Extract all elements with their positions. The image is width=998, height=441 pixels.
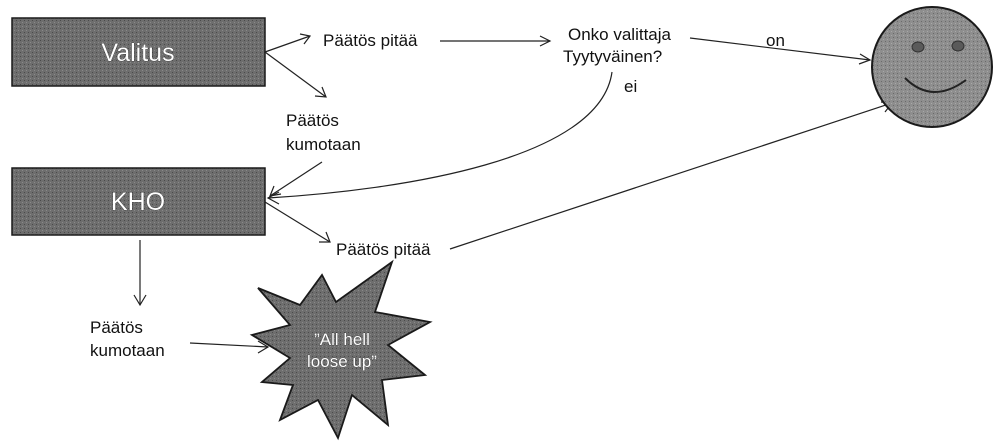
decision-stands-label-top: Päätös pitää: [323, 31, 418, 50]
question-line2: Tyytyväinen?: [563, 47, 662, 66]
arrow-stands-to-smiley: [449, 101, 894, 250]
decision-overturned-bottom-line1: Päätös: [90, 318, 143, 337]
edge-label-ei: ei: [624, 77, 637, 96]
smiley-face-icon: [871, 6, 993, 128]
arrow-kho-to-overturned: [133, 240, 147, 307]
arrow-stands-to-question: [440, 35, 552, 47]
decision-overturned-top-line2: kumotaan: [286, 135, 361, 154]
decision-overturned-bottom-line2: kumotaan: [90, 341, 165, 360]
explosion-burst-icon: ”All hell loose up”: [249, 259, 433, 441]
arrow-question-to-kho: [266, 71, 613, 205]
burst-text-line1: ”All hell: [314, 330, 370, 349]
arrow-overturned-to-kho: [269, 161, 323, 197]
kho-box: KHO: [11, 167, 266, 236]
valitus-box: Valitus: [11, 17, 266, 87]
valitus-label: Valitus: [101, 39, 174, 67]
decision-stands-label-bottom: Päätös pitää: [336, 240, 431, 259]
burst-text-line2: loose up”: [307, 352, 377, 371]
question-line1: Onko valittaja: [568, 25, 672, 44]
arrow-valitus-to-stands: [264, 33, 312, 53]
decision-overturned-top-line1: Päätös: [286, 111, 339, 130]
arrow-kho-to-stands: [264, 201, 331, 243]
arrow-question-to-smiley: [689, 37, 872, 65]
arrow-valitus-to-overturned: [264, 51, 327, 98]
edge-label-on: on: [766, 31, 785, 50]
kho-label: KHO: [111, 188, 165, 216]
arrow-overturned-to-burst: [189, 340, 270, 354]
